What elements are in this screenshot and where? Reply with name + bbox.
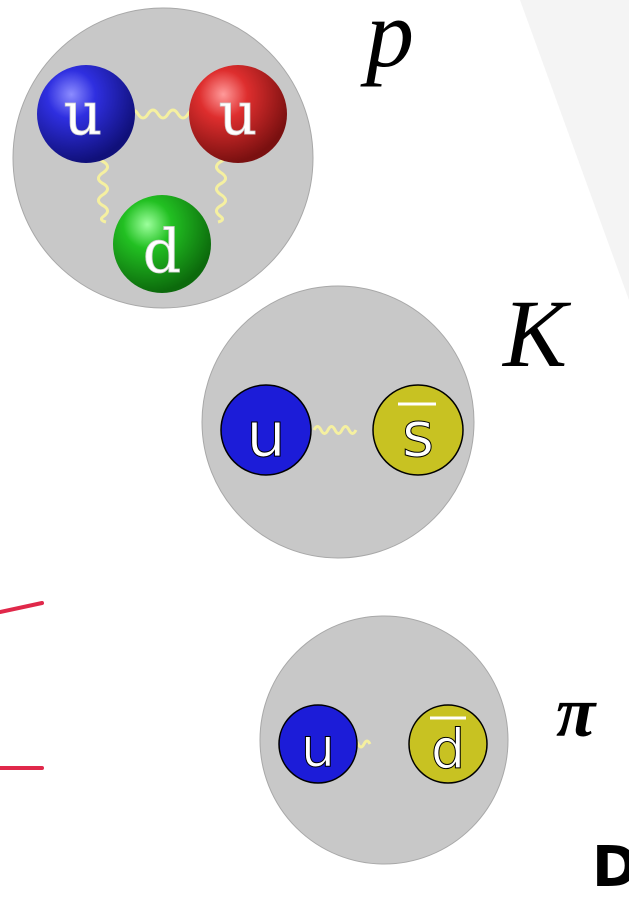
proton-quark-d <box>113 195 211 293</box>
proton-quark-u2-label: u <box>219 79 258 149</box>
gluon-u-u <box>126 108 200 120</box>
proton-quark-u1 <box>37 65 135 163</box>
pion-body <box>259 615 509 865</box>
pion-symbol: π <box>556 672 596 752</box>
pion-quark-antid-label: d <box>431 718 465 781</box>
proton-quark-d-label: d <box>143 217 181 287</box>
proton-quark-u1-label: u <box>64 79 103 149</box>
kaon-quark-antis-label: s <box>402 398 434 471</box>
kaon-body <box>201 285 475 559</box>
kaon-symbol: K <box>503 280 568 387</box>
background-fan <box>520 0 629 300</box>
kaon-quark-u <box>220 384 312 476</box>
pion-quark-u-label: u <box>301 716 335 779</box>
gluon-u-d-left <box>97 148 109 224</box>
gluon-u-d-right <box>215 148 227 224</box>
kaon-quark-antis <box>372 384 464 476</box>
proton: u u d <box>12 7 314 309</box>
red-track-upper <box>0 601 44 614</box>
pion-quark-u <box>278 704 358 784</box>
kaon-quark-u-label: u <box>246 398 285 471</box>
hadron-diagram: u u d u s u d <box>0 0 629 865</box>
kaon-gluon <box>312 425 358 435</box>
pion: u d <box>259 615 509 865</box>
cutoff-text: D <box>592 835 629 900</box>
proton-quark-u2 <box>189 65 287 163</box>
kaon: u s <box>201 285 475 559</box>
proton-symbol: p <box>366 0 414 87</box>
pion-quark-antid <box>408 704 488 784</box>
